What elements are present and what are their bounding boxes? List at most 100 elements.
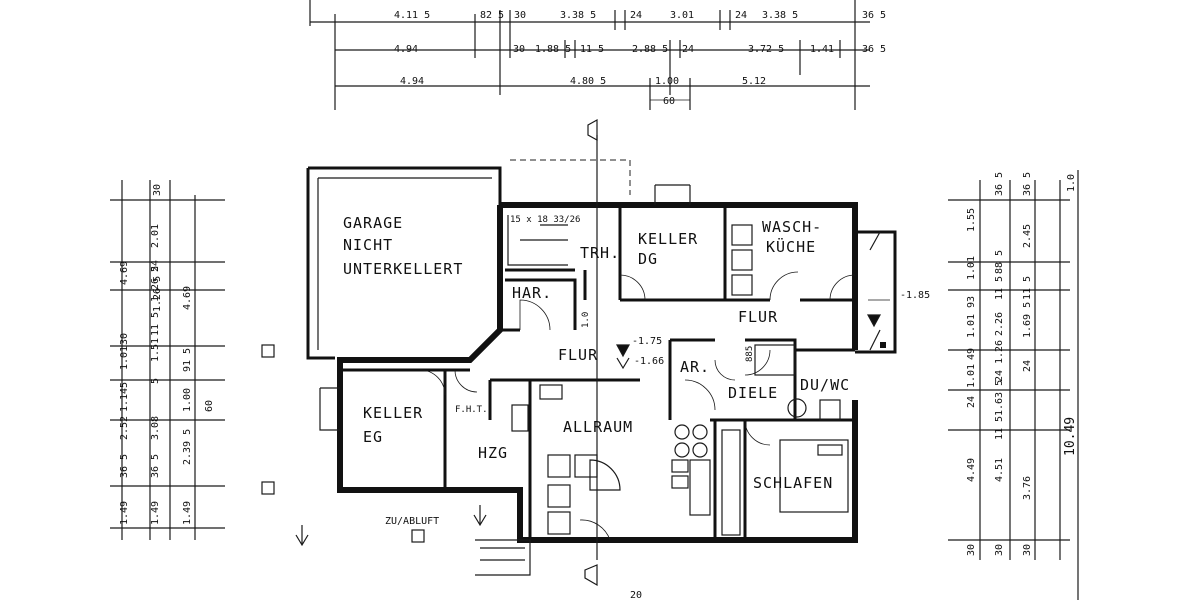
label-trh: TRH. [580, 244, 620, 262]
dim-left-c1-1: 4.69 [119, 261, 130, 285]
dim-right-c1-1: 1.01 [966, 256, 977, 280]
label-allraum: ALLRAUM [563, 418, 633, 436]
dim-right-c2-2: 11 5 [994, 276, 1005, 300]
label-keller-eg-2: EG [363, 428, 383, 446]
label-wasch-1: WASCH- [762, 218, 822, 236]
dim-right-c3-4: 24 [1022, 360, 1033, 372]
dim-right-c1-8: 30 [966, 544, 977, 556]
dim-top-r1-g: 24 [735, 10, 747, 21]
dim-left-c2-4: 1.51 [150, 338, 161, 362]
label-keller-dg-2: DG [638, 250, 658, 268]
dim-top-r1-i: 36 5 [862, 10, 886, 21]
dim-top-r3-a: 4.94 [400, 76, 424, 87]
dim-right-c2-8: 4.51 [994, 458, 1005, 482]
dim-right-c1-3: 1.01 [966, 314, 977, 338]
dim-top-r3-b: 4.80 5 [570, 76, 606, 87]
dim-left-c2-6: 3.08 [150, 416, 161, 440]
dim-right-c3-3: 1.69 5 [1022, 302, 1033, 338]
dim-right-c1-4: 49 [966, 348, 977, 360]
dim-top-r2-c: 1.88 5 [535, 44, 571, 55]
section-markers [261, 118, 890, 587]
top-dimensions: 4.11 5 82 5 30 3.38 5 24 3.01 24 3.38 5 … [309, 0, 886, 110]
dim-left-c4-0: 60 [204, 400, 215, 412]
dim-top-r1-a: 4.11 5 [394, 10, 430, 21]
dim-left-c2-0: 2.01 [150, 224, 161, 248]
dim-top-r2-h: 1.41 [810, 44, 834, 55]
dim-right-c3-1: 2.45 [1022, 224, 1033, 248]
dim-top-r2-d: 11 5 [580, 44, 604, 55]
dim-left-c3-2: 1.00 [182, 388, 193, 412]
dim-left-c1-4: 1.01 [119, 346, 130, 370]
level-3: -1.85 [900, 290, 930, 301]
label-garage-3: UNTERKELLERT [343, 260, 463, 278]
label-wasch-2: KÜCHE [766, 237, 816, 256]
fixtures [507, 215, 881, 536]
dim-right-c3-6: 30 [1022, 544, 1033, 556]
dim-right-c4-1: 10.49 [1063, 417, 1078, 456]
dim-left-c1-8: 36 5 [119, 454, 130, 478]
label-ar: AR. [680, 358, 710, 376]
room-labels: GARAGE NICHT UNTERKELLERT KELLER DG WASC… [343, 214, 850, 527]
level-2: -1.66 [634, 356, 664, 367]
walls [306, 159, 897, 576]
label-du-wc: DU/WC [800, 376, 850, 394]
dim-left-c1-7: 2.52 [119, 416, 130, 440]
dim-top-r1-d: 3.38 5 [560, 10, 596, 21]
dim-left-c1-6: 1.14 [119, 388, 130, 412]
dim-right-c2-9: 30 [994, 544, 1005, 556]
label-garage-1: GARAGE [343, 214, 403, 232]
label-schlafen: SCHLAFEN [753, 474, 833, 492]
label-fht: F.H.T. [455, 405, 488, 415]
dim-left-c1-5: 5 [119, 382, 130, 388]
dim-top-r2-i: 36 5 [862, 44, 886, 55]
dim-left-c1-3: 30 [119, 333, 130, 345]
dim-left-c1-9: 1.49 [119, 501, 130, 525]
dim-top-r1-f: 3.01 [670, 10, 694, 21]
dim-right-c2-0: 36 5 [994, 172, 1005, 196]
dim-top-r2-g: 3.72 5 [748, 44, 784, 55]
stair-label: 15 x 18 33/26 [510, 215, 580, 225]
dim-top-r1-h: 3.38 5 [762, 10, 798, 21]
dim-right-c2-4: 1.26 [994, 340, 1005, 364]
dim-top-r2-a: 4.94 [394, 44, 418, 55]
height-10: 1.0 [581, 312, 591, 328]
dim-right-c2-1: 88 5 [994, 250, 1005, 274]
label-har: HAR. [512, 284, 552, 302]
label-keller-dg-1: KELLER [638, 230, 698, 248]
dim-right-c1-2: 93 [966, 296, 977, 308]
dim-top-r3-d: 5.12 [742, 76, 766, 87]
dim-top-r3-c: 1.00 [655, 76, 679, 87]
label-zu-abluft: ZU/ABLUFT [385, 516, 439, 527]
level-markers: -1.75 -1.66 -1.85 15 x 18 33/26 885 1.0 [510, 215, 930, 367]
dim-right-c3-0: 36 5 [1022, 172, 1033, 196]
dim-right-c1-0: 1.55 [966, 208, 977, 232]
doors [419, 271, 856, 541]
dim-left-c1-0: 30 [152, 184, 163, 196]
dim-right-c2-7: 11 5 [994, 416, 1005, 440]
dim-right-c3-5: 3.76 [1022, 476, 1033, 500]
dim-top-r4-a: 60 [663, 96, 675, 107]
dim-left-c2-8: 1.49 [150, 501, 161, 525]
dim-left-c2-3: 11 5 [150, 312, 161, 336]
dim-top-r2-e: 2.88 5 [632, 44, 668, 55]
dim-right-c1-6: 24 [966, 396, 977, 408]
dim-left-c3-0: 4.69 [182, 286, 193, 310]
dim-right-c2-6: 1.63 5 [994, 380, 1005, 416]
dim-bottom: 20 [630, 590, 642, 600]
dim-left-c3-3: 2.39 5 [182, 429, 193, 465]
dim-left-c3-4: 1.49 [182, 501, 193, 525]
label-flur-main: FLUR [558, 346, 598, 364]
label-keller-eg-1: KELLER [363, 404, 423, 422]
dim-top-r1-e: 24 [630, 10, 642, 21]
dim-left-c1-2: 1.26 5 [152, 276, 163, 312]
dim-right-c2-5: 24 [994, 370, 1005, 382]
dim-left-c2-2: 1.26 5 [150, 266, 161, 302]
left-dimensions: 30 4.69 1.26 5 30 1.01 5 1.14 2.52 36 5 … [110, 180, 225, 540]
dim-right-c3-2: 11 5 [1022, 276, 1033, 300]
right-dimensions: 1.55 1.01 93 1.01 49 1.01 24 4.49 30 36 … [948, 170, 1079, 600]
dim-left-c3-1: 91 5 [182, 348, 193, 372]
dim-left-c2-7: 36 5 [150, 454, 161, 478]
dim-right-c1-7: 4.49 [966, 458, 977, 482]
label-diele: DIELE [728, 384, 778, 402]
